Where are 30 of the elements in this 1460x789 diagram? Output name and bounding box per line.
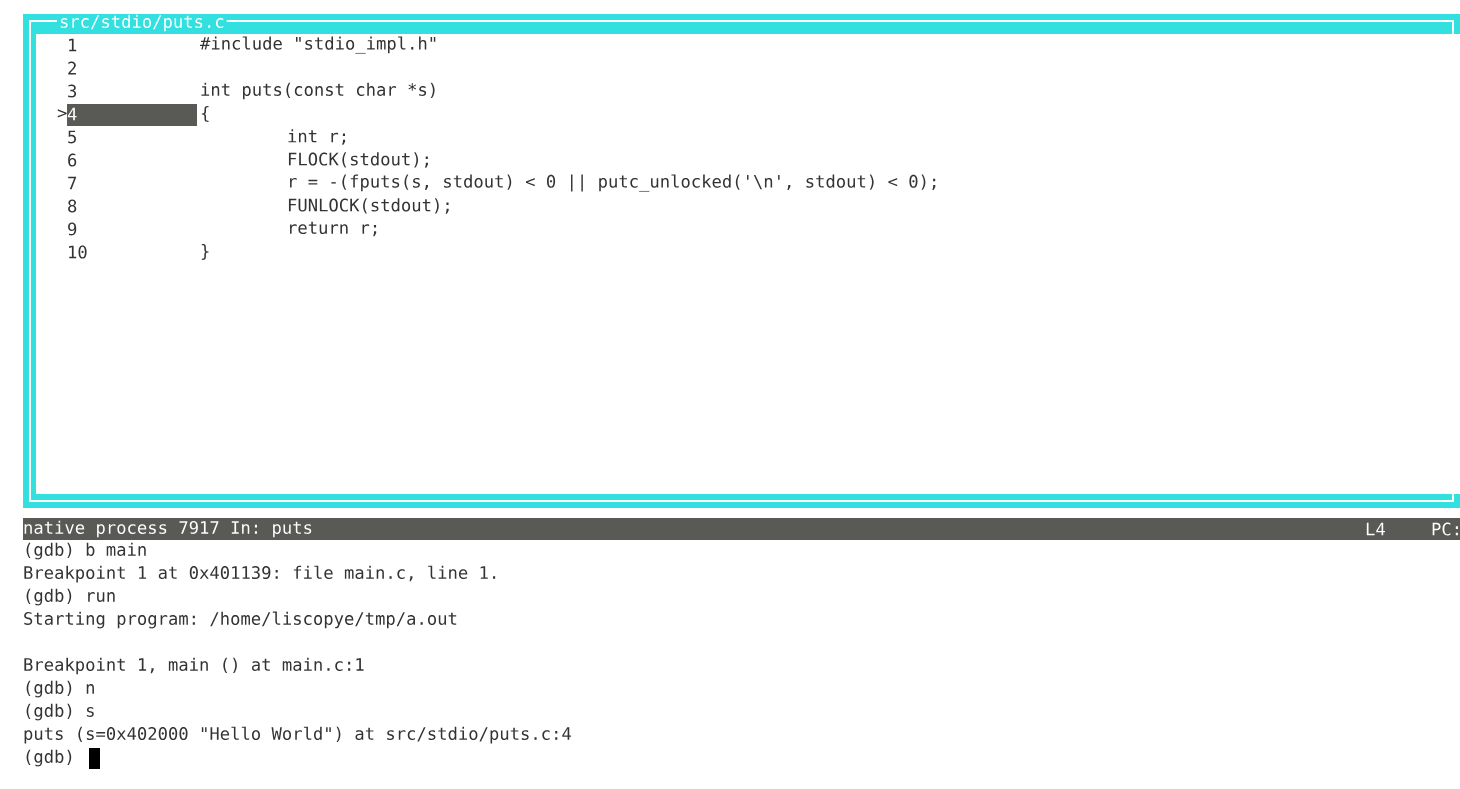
code-line: FUNLOCK(stdout); — [288, 198, 449, 214]
code-line: } — [201, 244, 209, 260]
code-line: { — [201, 106, 209, 122]
code-line: r = -(fputs(s, stdout) < 0 || putc_unlocked('\n', stdout) < 0); — [290, 174, 936, 192]
code-line: #include "stdio_impl.h" — [200, 36, 436, 54]
console-line: puts (s=0x402000 "Hello World") at src/stdio/puts.c:4 — [24, 726, 571, 744]
line-number: 4 — [67, 107, 77, 121]
line-number: 5 — [68, 130, 76, 144]
console-line: Breakpoint 1 at 0x401139: file main.c, line 1. — [24, 565, 496, 583]
code-line: int puts(const char *s) — [201, 82, 435, 100]
console-line: Starting program: /home/liscopye/tmp/a.out — [24, 611, 457, 629]
line-number: 2 — [68, 61, 76, 75]
line-number: 10 — [69, 245, 87, 259]
line-number: 9 — [68, 222, 77, 236]
code-line: return r; — [290, 221, 377, 237]
console-line: Breakpoint 1, main () at main.c:1 — [24, 657, 364, 675]
console-line: (gdb) s — [26, 703, 94, 721]
line-number: 3 — [68, 84, 77, 98]
line-number: 6 — [68, 153, 77, 167]
line-number: 8 — [68, 199, 77, 213]
line-number: 7 — [68, 176, 77, 190]
status-bar: native process 7917 In: puts L4 PC: — [23, 518, 1460, 540]
code-line: FLOCK(stdout); — [288, 152, 428, 168]
console-line: (gdb) n — [26, 680, 94, 698]
console-line: (gdb) run — [26, 588, 115, 606]
line-number: 1 — [69, 38, 77, 52]
console-line: (gdb) b main — [26, 542, 146, 560]
console-line: (gdb) — [26, 749, 72, 767]
line-marker: > — [57, 109, 67, 118]
code-line: int r; — [288, 129, 346, 145]
